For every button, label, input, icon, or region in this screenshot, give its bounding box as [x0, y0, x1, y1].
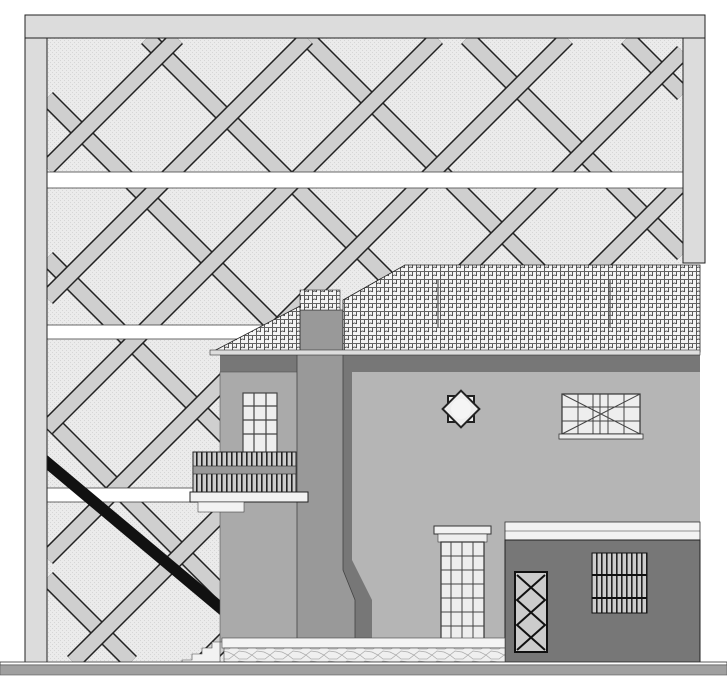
house [181, 264, 701, 663]
balcony [189, 451, 309, 513]
stone-base [223, 647, 506, 663]
lattice-beam [47, 38, 312, 303]
upper-right-window [558, 393, 644, 440]
lower-right-annex [504, 521, 701, 663]
ground-line [0, 661, 727, 666]
roof-eave [209, 349, 701, 356]
base-plinth [221, 637, 506, 649]
roof [211, 264, 701, 353]
lattice-beam [622, 38, 683, 99]
chimney-cap [299, 289, 341, 311]
lattice-beam [47, 573, 136, 662]
upper-left-window [242, 392, 278, 454]
horizontal-band [46, 171, 684, 189]
chimney-shadow [343, 352, 372, 640]
frame [24, 14, 706, 664]
lattice-beam [47, 38, 442, 433]
french-door [433, 525, 492, 641]
star-window [441, 389, 481, 429]
lattice-beam [47, 38, 182, 173]
barred-window [591, 552, 648, 614]
steps [181, 641, 221, 663]
ground [0, 664, 727, 676]
stair-stringer [47, 455, 220, 615]
